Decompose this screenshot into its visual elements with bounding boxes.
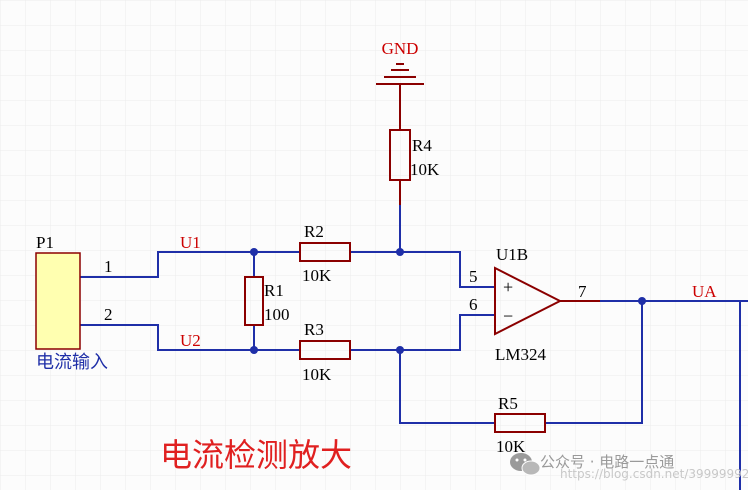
net-label-u1: U1 xyxy=(180,233,201,252)
resistor-r2: R2 10K xyxy=(299,222,351,285)
watermark: https://blog.csdn.net/39999992 公众号 · 电路一… xyxy=(510,453,748,481)
wire-feedback-left xyxy=(399,350,495,424)
r5-body xyxy=(494,413,546,433)
opamp-pin6: 6 xyxy=(469,295,478,314)
net-label-u2: U2 xyxy=(180,331,201,350)
gnd-label: GND xyxy=(382,39,419,58)
p1-pin1: 1 xyxy=(104,257,113,276)
r1-ref: R1 xyxy=(264,281,284,300)
wechat-logo-icon xyxy=(510,453,541,476)
wire-u2 xyxy=(80,324,300,351)
junctions xyxy=(250,248,646,354)
opamp-part: LM324 xyxy=(495,345,547,364)
junction-dot xyxy=(396,248,404,256)
watermark-text: 公众号 · 电路一点通 xyxy=(540,453,674,471)
resistor-r1: R1 100 xyxy=(244,276,290,326)
opamp-pin5: 5 xyxy=(469,267,478,286)
r1-value: 100 xyxy=(264,305,290,324)
connector-p1: P1 1 2 电流输入 xyxy=(35,233,113,373)
junction-dot xyxy=(250,346,258,354)
opamp-u1b: + − U1B LM324 5 6 7 xyxy=(469,245,600,364)
wire-u1-to-pin5 xyxy=(350,251,495,288)
r4-value: 10K xyxy=(410,160,440,179)
junction-dot xyxy=(250,248,258,256)
resistor-r3: R3 10K xyxy=(299,320,351,384)
junction-dot xyxy=(638,297,646,305)
r3-ref: R3 xyxy=(304,320,324,339)
opamp-ref: U1B xyxy=(496,245,528,264)
resistor-r4: R4 10K xyxy=(389,129,440,205)
gnd-symbol: GND xyxy=(376,39,424,130)
wire-feedback-right xyxy=(545,301,643,424)
r3-body xyxy=(299,340,351,360)
wires xyxy=(80,205,748,490)
diagram-title: 电流检测放大 xyxy=(160,436,352,474)
watermark-url: https://blog.csdn.net/39999992 xyxy=(560,467,748,481)
opamp-pin7: 7 xyxy=(578,282,587,301)
r1-body xyxy=(244,276,264,326)
p1-body xyxy=(35,252,81,350)
opamp-plus-sign: + xyxy=(503,277,513,297)
opamp-body xyxy=(494,266,563,336)
r5-value: 10K xyxy=(496,437,526,456)
wire-u1 xyxy=(80,251,300,278)
resistor-r5: R5 10K xyxy=(494,394,546,456)
net-label-ua: UA xyxy=(692,282,717,301)
opamp-minus-sign: − xyxy=(503,306,513,326)
junction-dot xyxy=(396,346,404,354)
p1-pin2: 2 xyxy=(104,305,113,324)
r5-ref: R5 xyxy=(498,394,518,413)
r2-value: 10K xyxy=(302,266,332,285)
r4-ref: R4 xyxy=(412,136,432,155)
wire-u2-to-pin6 xyxy=(350,314,495,351)
r2-body xyxy=(299,242,351,262)
r3-value: 10K xyxy=(302,365,332,384)
p1-description: 电流输入 xyxy=(36,352,108,373)
r2-ref: R2 xyxy=(304,222,324,241)
p1-ref: P1 xyxy=(36,233,54,252)
